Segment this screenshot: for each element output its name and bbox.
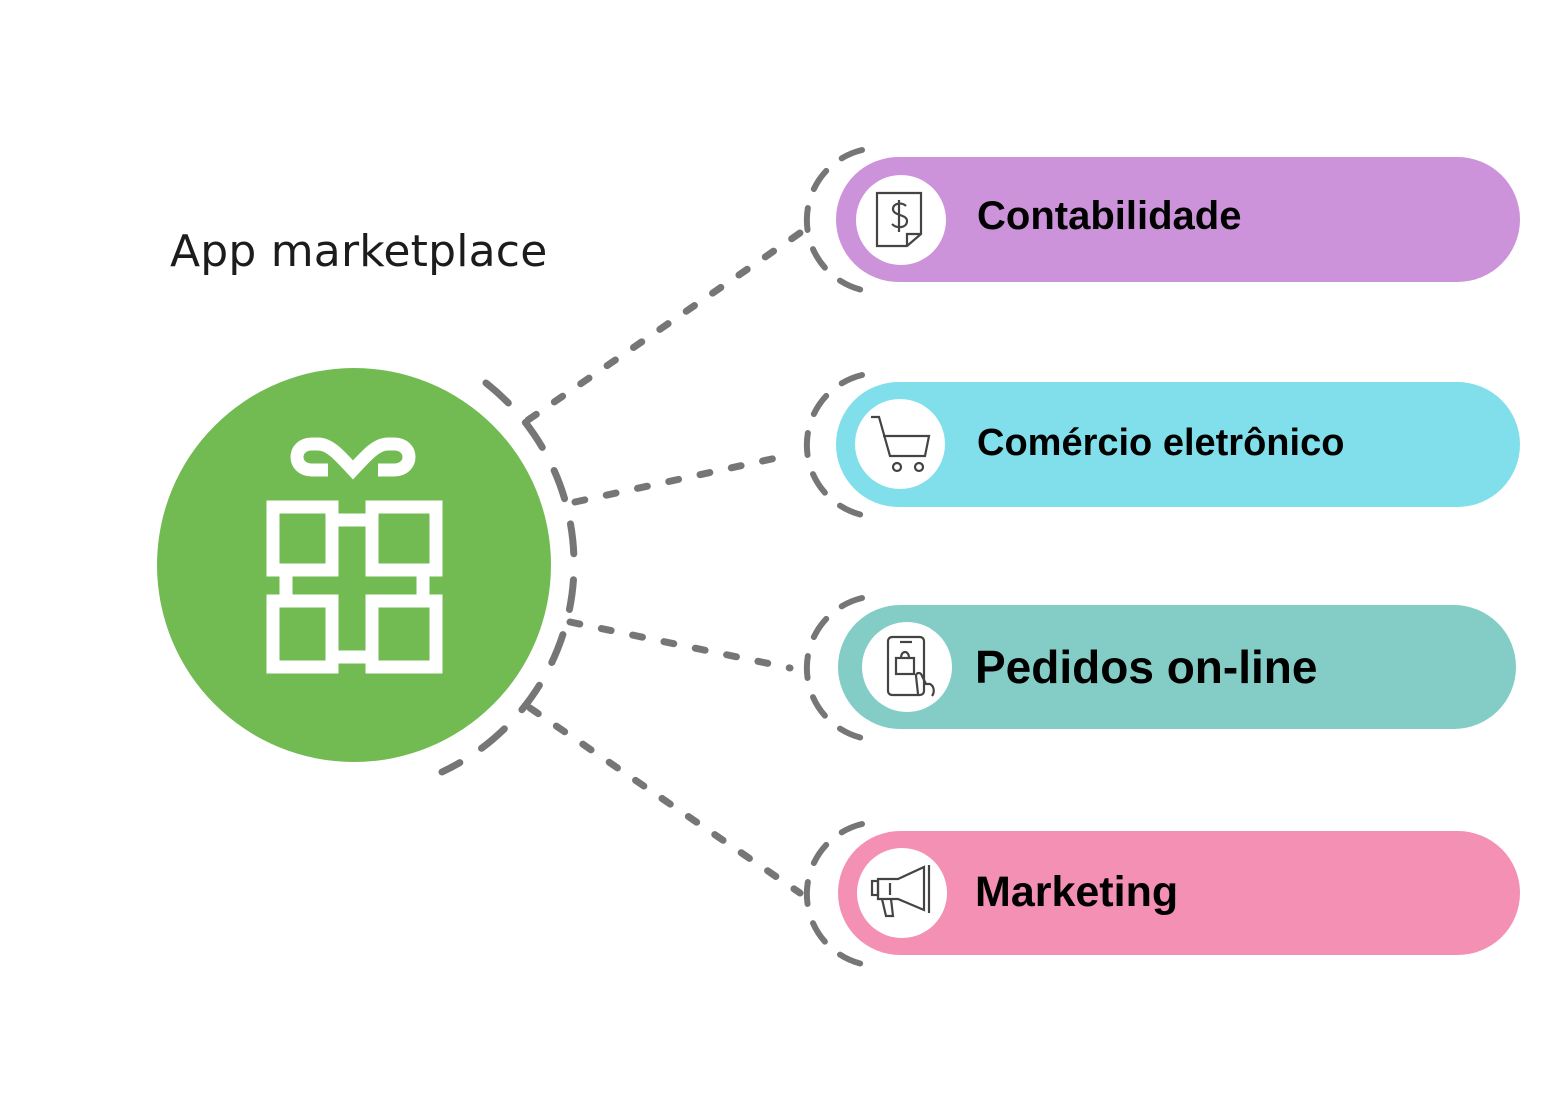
item-pill — [836, 157, 1520, 282]
item-pill — [838, 605, 1516, 729]
icon-badge — [862, 622, 952, 712]
connector-3 — [566, 618, 794, 672]
item-pill — [838, 831, 1520, 955]
mobile-shopping-bag-icon — [886, 635, 935, 697]
item-dashed-arc — [803, 372, 865, 518]
connector-2 — [571, 451, 794, 506]
gift-icon — [266, 437, 443, 674]
item-label-comercio-eletronico: Comércio eletrônico — [977, 422, 1345, 464]
invoice-dollar-icon — [875, 191, 923, 248]
item-pedidos-on-line — [803, 595, 1516, 741]
hub-circle — [157, 368, 551, 762]
connectors — [524, 229, 804, 897]
icon-badge — [855, 399, 945, 489]
connector-1 — [524, 229, 804, 424]
connector-4 — [526, 704, 804, 897]
item-marketing — [803, 821, 1520, 967]
shopping-cart-icon — [871, 415, 931, 473]
icon-badge — [857, 848, 947, 938]
item-dashed-arc — [803, 147, 865, 293]
diagram-title: App marketplace — [170, 226, 548, 277]
item-pill — [836, 382, 1520, 507]
item-dashed-arc — [803, 821, 865, 967]
item-label-pedidos-on-line: Pedidos on-line — [975, 641, 1318, 693]
item-dashed-arc — [803, 595, 865, 741]
item-comercio-eletronico — [803, 372, 1520, 518]
hub-dashed-arc — [438, 379, 578, 776]
icon-badge — [856, 175, 946, 265]
item-label-contabilidade: Contabilidade — [977, 194, 1242, 238]
item-label-marketing: Marketing — [975, 868, 1179, 916]
megaphone-icon — [870, 865, 931, 918]
item-contabilidade — [803, 147, 1520, 293]
